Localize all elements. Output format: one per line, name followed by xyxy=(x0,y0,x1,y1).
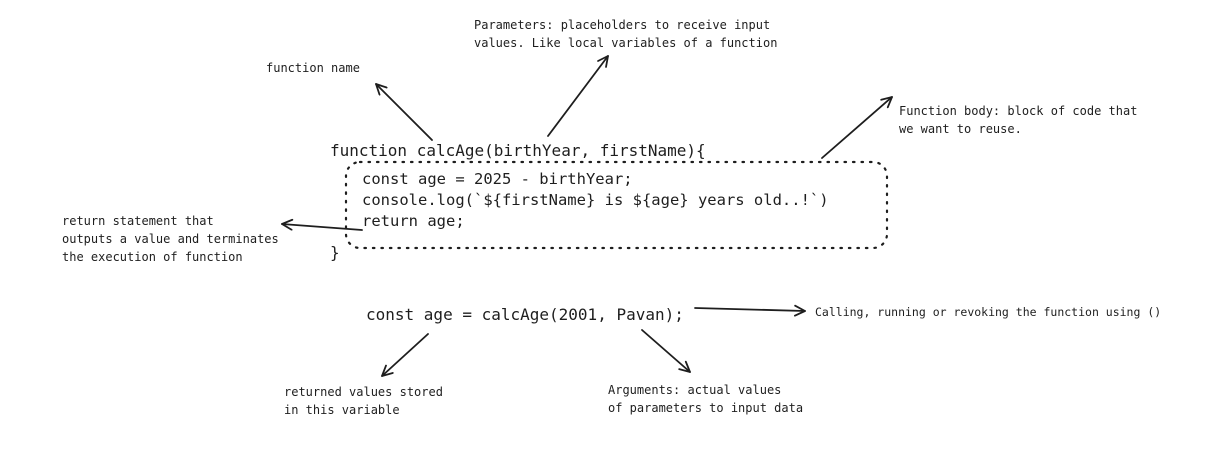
arrow-function-name xyxy=(375,83,433,141)
label-line: function name xyxy=(266,61,360,75)
label-line: values. Like local variables of a functi… xyxy=(474,36,778,50)
label-return-statement: return statement that outputs a value an… xyxy=(62,212,279,266)
function-body-box xyxy=(344,160,889,250)
function-body-code: const age = 2025 - birthYear; console.lo… xyxy=(362,169,829,232)
arrow-return-statement xyxy=(281,218,363,231)
label-line: Parameters: placeholders to receive inpu… xyxy=(474,18,771,32)
arrow-parameters xyxy=(547,55,609,137)
code-line-console-log: console.log(`${firstName} is ${age} year… xyxy=(362,191,829,209)
label-line: Function body: block of code that xyxy=(899,104,1138,118)
label-line: Calling, running or revoking the functio… xyxy=(815,305,1162,319)
code-line-return: return age; xyxy=(362,212,465,230)
label-line: outputs a value and terminates xyxy=(62,232,279,246)
label-line: returned values stored xyxy=(284,385,443,399)
label-function-body: Function body: block of code that we wan… xyxy=(899,102,1137,138)
function-closing-brace: } xyxy=(330,243,340,263)
label-returned-values: returned values stored in this variable xyxy=(284,383,443,419)
call-line: const age = calcAge(2001, Pavan); xyxy=(366,305,684,325)
label-line: the execution of function xyxy=(62,250,243,264)
code-line-age: const age = 2025 - birthYear; xyxy=(362,170,633,188)
code-text: const age = calcAge(2001, Pavan); xyxy=(366,305,684,324)
arrow-returned-values xyxy=(381,333,429,377)
label-line: in this variable xyxy=(284,403,400,417)
label-function-name: function name xyxy=(266,59,360,77)
label-line: Arguments: actual values xyxy=(608,383,782,397)
code-text: } xyxy=(330,243,340,262)
label-parameters: Parameters: placeholders to receive inpu… xyxy=(474,16,777,52)
arrow-calling xyxy=(694,304,806,317)
label-line: of parameters to input data xyxy=(608,401,804,415)
function-header: function calcAge(birthYear, firstName){ xyxy=(330,141,706,161)
label-arguments: Arguments: actual values of parameters t… xyxy=(608,381,803,417)
code-text: function calcAge(birthYear, firstName){ xyxy=(330,141,706,160)
label-calling: Calling, running or revoking the functio… xyxy=(815,303,1161,321)
arrow-arguments xyxy=(641,329,691,373)
label-line: return statement that xyxy=(62,214,214,228)
arrow-function-body xyxy=(821,96,893,159)
label-line: we want to reuse. xyxy=(899,122,1022,136)
